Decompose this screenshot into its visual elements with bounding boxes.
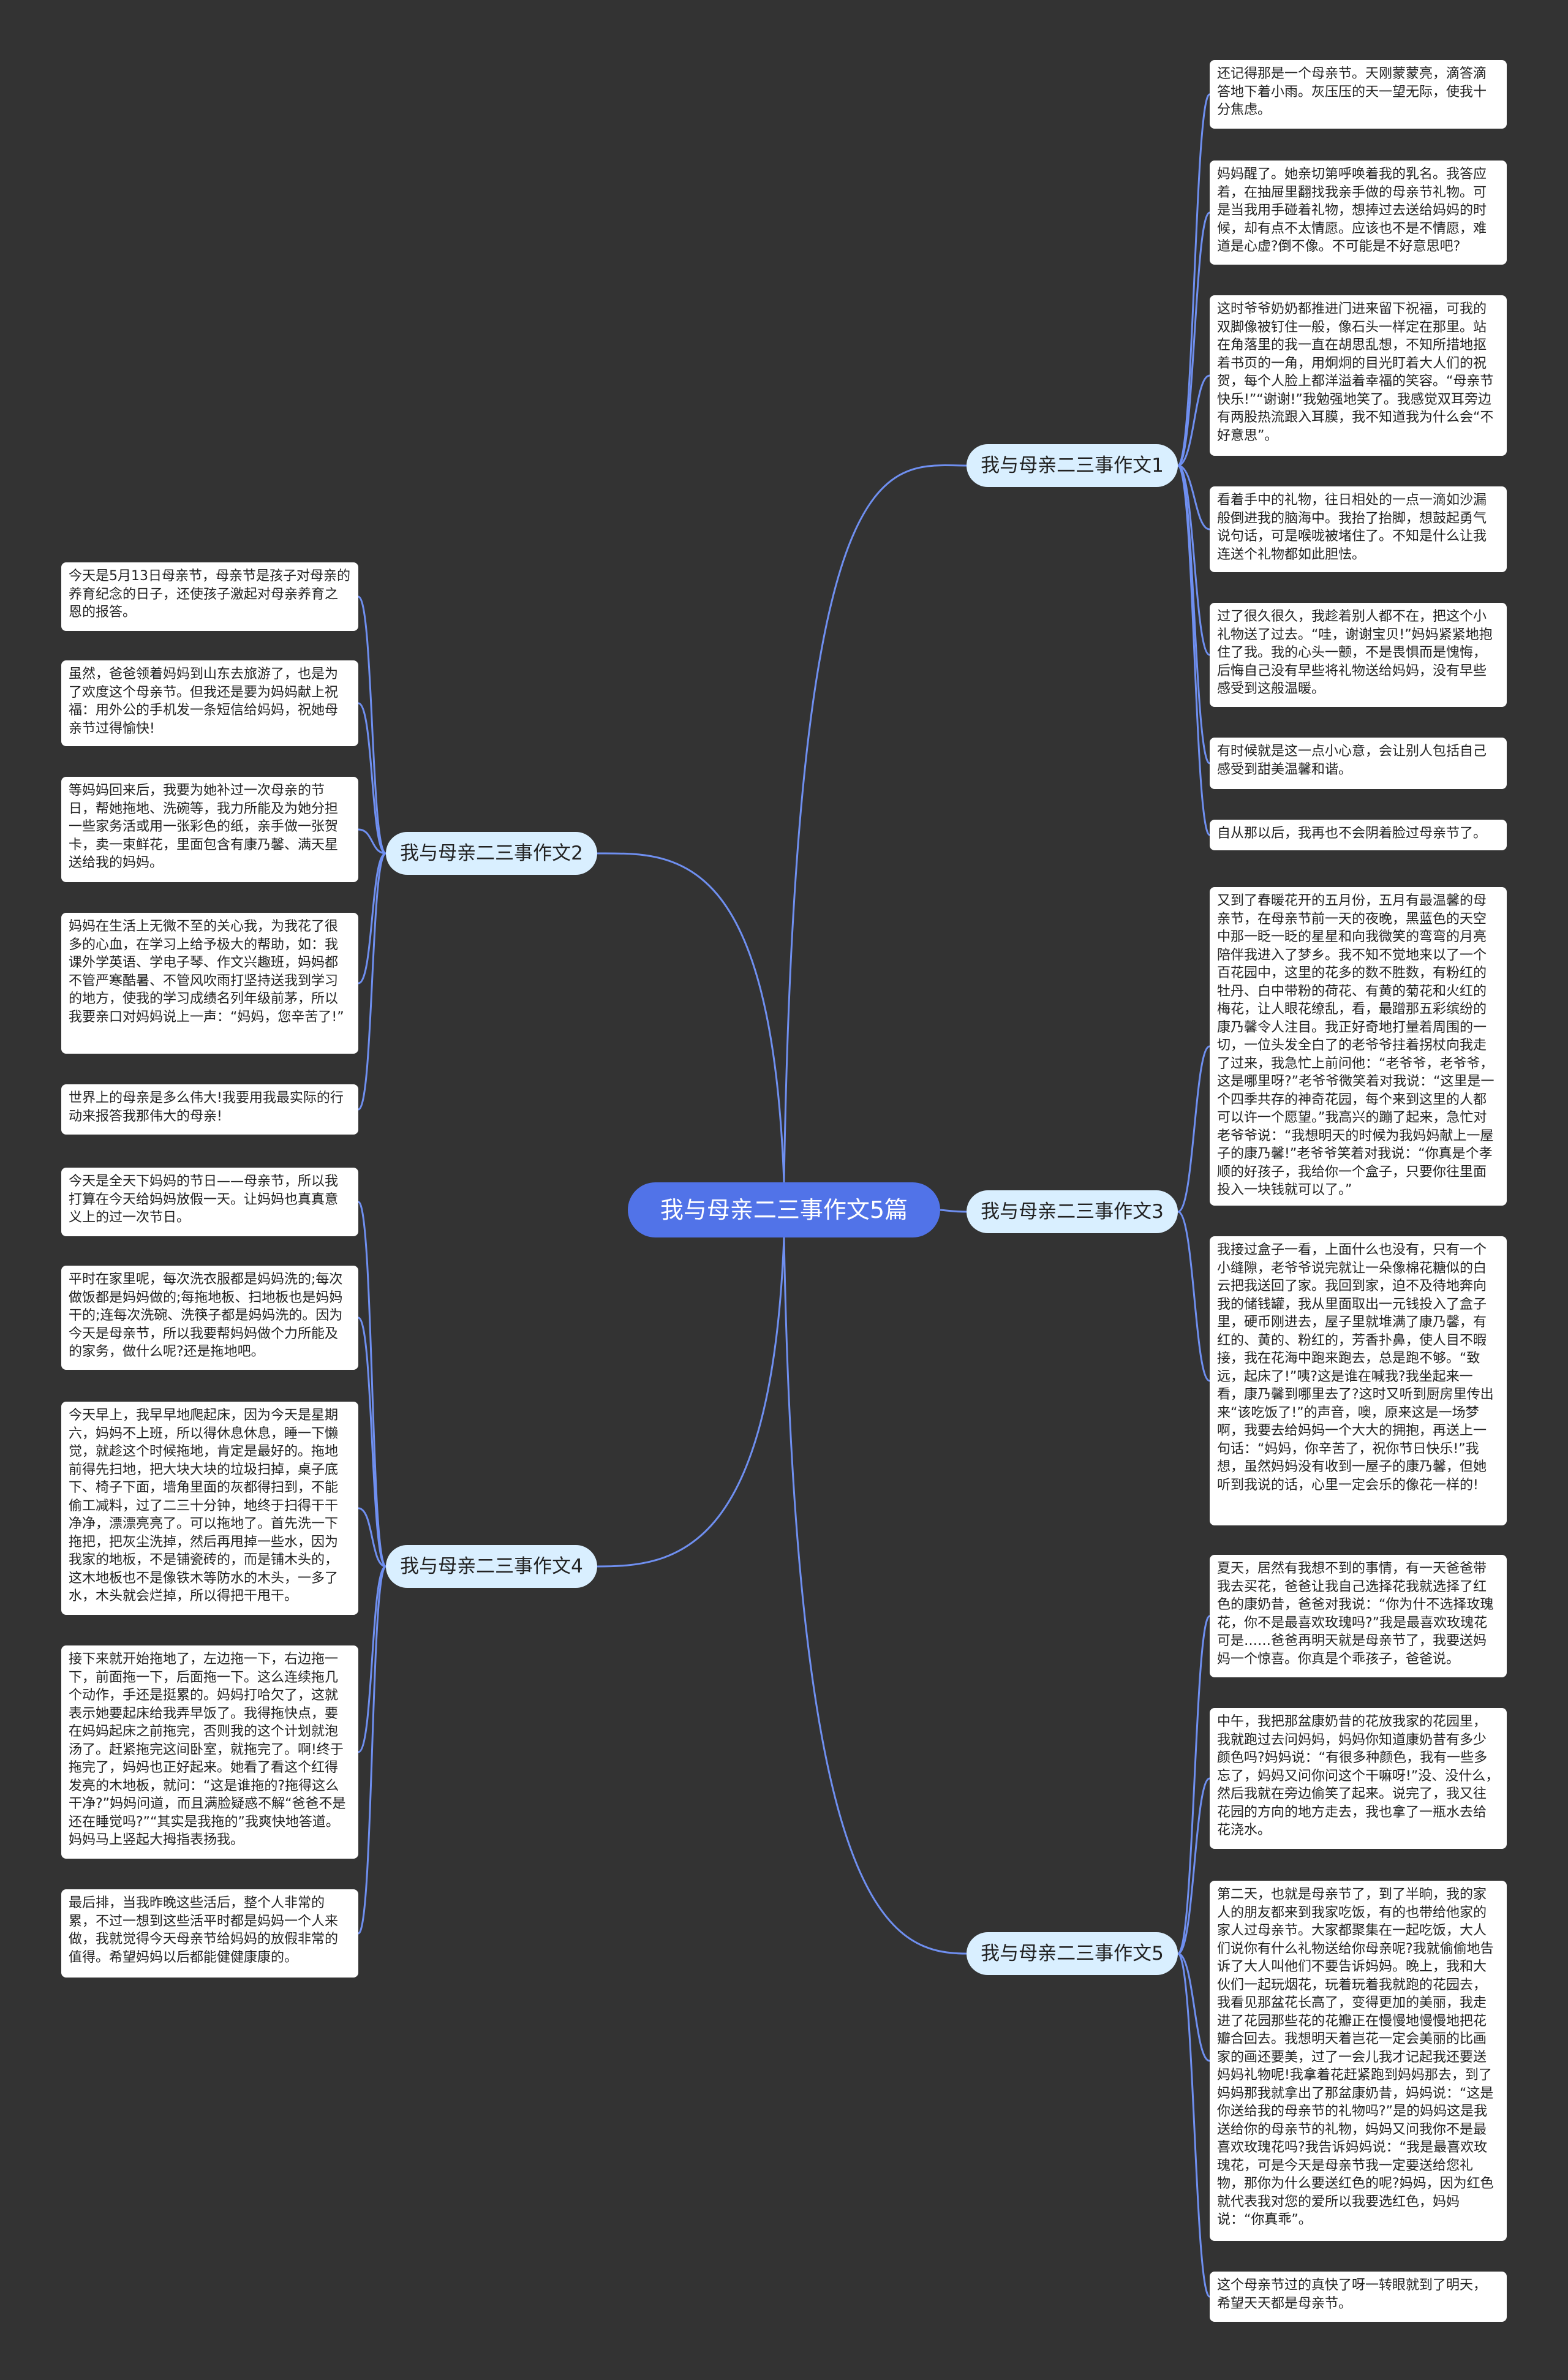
leaf-note[interactable]: 又到了春暖花开的五月份，五月有最温馨的母亲节，在母亲节前一天的夜晚，黑蓝色的天空… bbox=[1210, 887, 1507, 1206]
leaf-note[interactable]: 过了很久很久，我趁着别人都不在，把这个小礼物送了过去。“哇，谢谢宝贝!”妈妈紧紧… bbox=[1210, 603, 1507, 707]
leaf-note[interactable]: 看着手中的礼物，往日相处的一点一滴如沙漏般倒进我的脑海中。我抬了抬脚，想鼓起勇气… bbox=[1210, 486, 1507, 572]
link-b1-l0 bbox=[1177, 93, 1211, 467]
leaf-note[interactable]: 世界上的母亲是多么伟大!我要用我最实际的行动来报答我那伟大的母亲! bbox=[61, 1084, 358, 1135]
link-b3-l1 bbox=[1177, 1211, 1210, 1382]
leaf-note[interactable]: 中午，我把那盆康奶昔的花放我家的花园里，我就跑过去问妈妈，妈妈你知道康奶昔有多少… bbox=[1210, 1708, 1507, 1849]
link-b5-l0 bbox=[1177, 1615, 1211, 1955]
leaf-note[interactable]: 今天是5月13日母亲节，母亲节是孩子对母亲的养育纪念的日子，还使孩子激起对母亲养… bbox=[61, 562, 358, 631]
root-topic[interactable]: 我与母亲二三事作文5篇 bbox=[628, 1182, 940, 1237]
link-b5-l3 bbox=[1177, 1952, 1211, 2298]
link-root-b2 bbox=[597, 852, 785, 1183]
branch-topic-5[interactable]: 我与母亲二三事作文5 bbox=[967, 1932, 1178, 1975]
link-b2-l0 bbox=[357, 595, 387, 855]
leaf-note[interactable]: 夏天，居然有我想不到的事情，有一天爸爸带我去买花，爸爸让我自己选择花我就选择了红… bbox=[1210, 1555, 1507, 1677]
leaf-note[interactable]: 这个母亲节过的真快了呀一转眼就到了明天，希望天天都是母亲节。 bbox=[1210, 2272, 1507, 2322]
link-root-b5 bbox=[783, 1237, 967, 1955]
link-b1-l1 bbox=[1177, 211, 1211, 467]
link-b1-l3 bbox=[1177, 464, 1210, 531]
leaf-note[interactable]: 今天是全天下妈妈的节日——母亲节，所以我打算在今天给妈妈放假一天。让妈妈也真真意… bbox=[61, 1168, 358, 1236]
link-b2-l2 bbox=[358, 828, 386, 855]
link-b4-l3 bbox=[358, 1565, 386, 1753]
leaf-note[interactable]: 等妈妈回来后，我要为她补过一次母亲的节日，帮她拖地、洗碗等，我力所能及为她分担一… bbox=[61, 777, 358, 882]
leaf-note[interactable]: 接下来就开始拖地了，左边拖一下，右边拖一下，前面拖一下，后面拖一下。这么连续拖几… bbox=[61, 1645, 358, 1859]
link-b2-l3 bbox=[358, 852, 386, 984]
link-b5-l2 bbox=[1177, 1952, 1210, 2062]
leaf-note[interactable]: 今天早上，我早早地爬起床，因为今天是星期六，妈妈不上班，所以得休息休息，睡一下懒… bbox=[61, 1402, 358, 1615]
leaf-note[interactable]: 最后排，当我昨晚这些活后，整个人非常的累，不过一想到这些活平时都是妈妈一个人来做… bbox=[61, 1889, 358, 1978]
link-b1-l2 bbox=[1177, 374, 1210, 467]
link-root-b1 bbox=[783, 464, 967, 1183]
leaf-note[interactable]: 虽然，爸爸领着妈妈到山东去旅游了，也是为了欢度这个母亲节。但我还是要为妈妈献上祝… bbox=[61, 660, 358, 746]
link-b4-l0 bbox=[357, 1201, 387, 1568]
link-root-b4 bbox=[597, 1237, 785, 1568]
link-root-b3 bbox=[940, 1209, 967, 1213]
leaf-note[interactable]: 还记得那是一个母亲节。天刚蒙蒙亮，滴答滴答地下着小雨。灰压压的天一望无际，使我十… bbox=[1210, 60, 1507, 129]
link-b1-l4 bbox=[1177, 464, 1210, 656]
branch-topic-3[interactable]: 我与母亲二三事作文3 bbox=[967, 1190, 1178, 1233]
link-b4-l4 bbox=[357, 1565, 387, 1935]
link-b2-l4 bbox=[357, 852, 387, 1111]
link-b5-l1 bbox=[1177, 1777, 1210, 1955]
link-b4-l1 bbox=[358, 1317, 386, 1568]
branch-topic-1[interactable]: 我与母亲二三事作文1 bbox=[967, 444, 1178, 487]
link-b1-l5 bbox=[1177, 464, 1211, 765]
leaf-note[interactable]: 有时候就是这一点小心意，会让别人包括自己感受到甜美温馨和谐。 bbox=[1210, 738, 1507, 789]
link-b1-l6 bbox=[1177, 464, 1211, 836]
branch-topic-4[interactable]: 我与母亲二三事作文4 bbox=[386, 1545, 597, 1588]
leaf-note[interactable]: 我接过盒子一看，上面什么也没有，只有一个小缝隙，老爷爷说完就让一朵像棉花糖似的白… bbox=[1210, 1236, 1507, 1525]
leaf-note[interactable]: 这时爷爷奶奶都推进门进来留下祝福，可我的双脚像被钉住一般，像石头一样定在那里。站… bbox=[1210, 295, 1507, 456]
leaf-note[interactable]: 平时在家里呢，每次洗衣服都是妈妈洗的;每次做饭都是妈妈做的;每拖地板、扫地板也是… bbox=[61, 1266, 358, 1370]
leaf-note[interactable]: 第二天，也就是母亲节了，到了半晌，我的家人的朋友都来到我家吃饭，有的也带给他家的… bbox=[1210, 1881, 1507, 2241]
leaf-note[interactable]: 自从那以后，我再也不会阴着脸过母亲节了。 bbox=[1210, 820, 1507, 850]
link-b3-l0 bbox=[1177, 1045, 1210, 1213]
link-b4-l2 bbox=[358, 1507, 386, 1568]
leaf-note[interactable]: 妈妈醒了。她亲切第呼唤着我的乳名。我答应着，在抽屉里翻找我亲手做的母亲节礼物。可… bbox=[1210, 161, 1507, 265]
branch-topic-2[interactable]: 我与母亲二三事作文2 bbox=[386, 832, 597, 875]
leaf-note[interactable]: 妈妈在生活上无微不至的关心我，为我花了很多的心血，在学习上给予极大的帮助，如：我… bbox=[61, 913, 358, 1054]
link-b2-l1 bbox=[358, 702, 386, 855]
